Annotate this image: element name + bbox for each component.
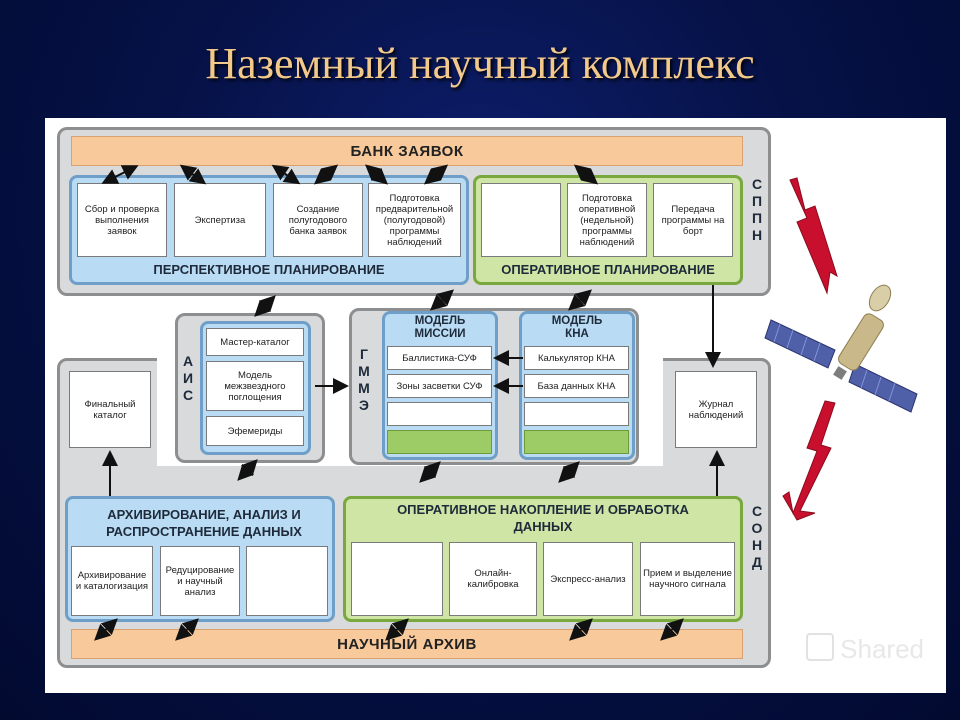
operative-box: Передача программы на борт bbox=[653, 183, 733, 257]
operative-label: ОПЕРАТИВНОЕ ПЛАНИРОВАНИЕ bbox=[501, 262, 715, 277]
arrow bbox=[179, 164, 207, 185]
bank-label: БАНК ЗАЯВОК bbox=[350, 142, 464, 160]
arrow bbox=[569, 618, 593, 641]
operative-box bbox=[481, 183, 561, 257]
arrow bbox=[175, 618, 199, 641]
sond-letter: С bbox=[751, 503, 763, 519]
connector-arrows bbox=[94, 164, 918, 641]
slide-title: Наземный научный комплекс bbox=[205, 39, 755, 88]
satellite-icon bbox=[764, 284, 918, 413]
watermark: Shared bbox=[806, 633, 924, 665]
arrow bbox=[101, 165, 139, 184]
science-archive-label: НАУЧНЫЙ АРХИВ bbox=[337, 635, 477, 653]
watermark-text: Shared bbox=[840, 634, 924, 664]
ais-box: Модель межзвездного поглощения bbox=[206, 361, 304, 411]
arrow bbox=[313, 164, 339, 185]
arrow bbox=[558, 461, 580, 483]
archive-box: Архивирование и каталогизация bbox=[71, 546, 153, 616]
operative-box: Подготовка оперативной (недельной) прогр… bbox=[567, 183, 647, 257]
perspective-box: Подготовка предварительной (полугодовой)… bbox=[368, 183, 461, 257]
journal-box: Журнал наблюдений bbox=[675, 371, 757, 448]
gmme-letter: Г bbox=[360, 346, 368, 362]
arrow bbox=[660, 618, 684, 641]
sppn-letter: П bbox=[751, 193, 763, 209]
arrow bbox=[365, 164, 388, 185]
archive-label: АРХИВИРОВАНИЕ, АНАЛИЗ И РАСПРОСТРАНЕНИЕ … bbox=[106, 507, 302, 539]
watermark-icon bbox=[806, 633, 835, 661]
accum-box: Экспресс-анализ bbox=[543, 542, 633, 616]
mission-box: Зоны засветки СУФ bbox=[387, 374, 492, 398]
arrow bbox=[573, 164, 599, 185]
sond-letter: Н bbox=[751, 537, 763, 553]
final-catalog-box: Финальный каталог bbox=[69, 371, 151, 448]
bank-bar: БАНК ЗАЯВОК bbox=[71, 136, 743, 166]
archive-box: Редуцирование и научный анализ bbox=[160, 546, 240, 616]
mission-box: Баллистика-СУФ bbox=[387, 346, 492, 370]
archive-box bbox=[246, 546, 328, 616]
accum-label: ОПЕРАТИВНОЕ НАКОПЛЕНИЕ И ОБРАБОТКА ДАННЫ… bbox=[397, 502, 689, 534]
gmme-letter: М bbox=[358, 363, 370, 379]
ais-letter: А bbox=[182, 353, 194, 369]
kna-box: Калькулятор КНА bbox=[524, 346, 629, 370]
mission-green-bar bbox=[387, 430, 492, 454]
sppn-letter: П bbox=[751, 210, 763, 226]
arrow bbox=[423, 164, 449, 185]
ais-letter: И bbox=[182, 370, 194, 386]
kna-box bbox=[524, 402, 629, 426]
perspective-box: Экспертиза bbox=[174, 183, 266, 257]
arrow bbox=[254, 295, 276, 317]
sppn-letters: С П П Н bbox=[745, 176, 769, 244]
perspective-label: ПЕРСПЕКТИВНОЕ ПЛАНИРОВАНИЕ bbox=[153, 262, 385, 277]
ais-letters: А И С bbox=[179, 353, 197, 404]
arrow bbox=[271, 164, 301, 185]
arrow bbox=[568, 289, 592, 311]
arrow bbox=[430, 289, 454, 311]
perspective-box: Создание полугодового банка заявок bbox=[273, 183, 363, 257]
mission-box bbox=[387, 402, 492, 426]
kna-head: МОДЕЛЬ КНА bbox=[551, 315, 603, 340]
kna-box: База данных КНА bbox=[524, 374, 629, 398]
accum-box: Прием и выделение научного сигнала bbox=[640, 542, 735, 616]
mission-head: МОДЕЛЬ МИССИИ bbox=[414, 315, 466, 340]
sond-letter: Д bbox=[752, 554, 762, 570]
gmme-letter: М bbox=[358, 380, 370, 396]
ais-box: Эфемериды bbox=[206, 416, 304, 446]
arrow bbox=[237, 459, 258, 481]
arrow bbox=[94, 618, 118, 641]
kna-green-bar bbox=[524, 430, 629, 454]
ais-box: Мастер-каталог bbox=[206, 328, 304, 356]
diagram-canvas: БАНК ЗАЯВОК С П П Н Сбор и проверка выпо… bbox=[45, 118, 946, 693]
arrow bbox=[419, 461, 441, 483]
arrow bbox=[385, 618, 409, 641]
sond-letters: С О Н Д bbox=[745, 503, 769, 571]
ais-letter: С bbox=[182, 387, 194, 403]
gmme-letters: Г М М Э bbox=[355, 346, 373, 414]
gmme-letter: Э bbox=[359, 397, 369, 413]
lightning-icon bbox=[782, 177, 838, 521]
accum-box: Онлайн-калибровка bbox=[449, 542, 537, 616]
perspective-box: Сбор и проверка выполнения заявок bbox=[77, 183, 167, 257]
sppn-letter: С bbox=[751, 176, 763, 192]
sppn-letter: Н bbox=[751, 227, 763, 243]
sond-letter: О bbox=[751, 520, 763, 536]
accum-box bbox=[351, 542, 443, 616]
